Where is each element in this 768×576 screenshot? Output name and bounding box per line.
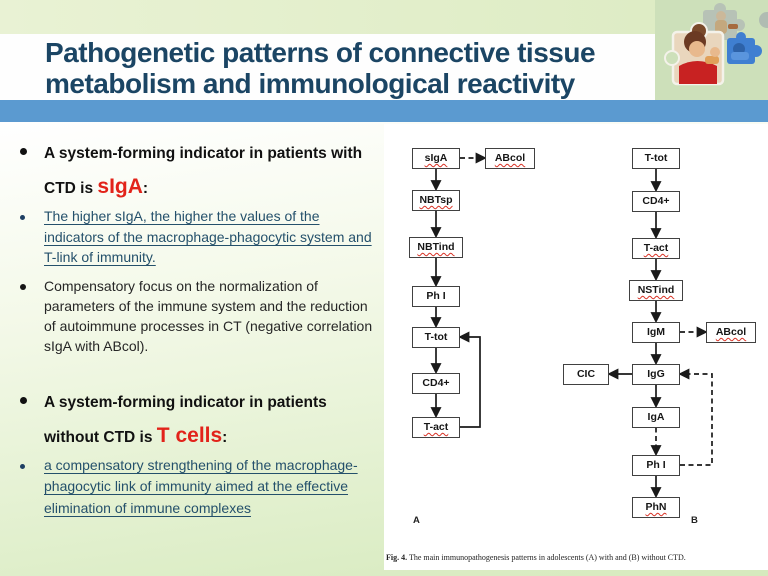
bullet-list: A system-forming indicator in patients w… — [16, 136, 388, 519]
edge-puzzle-knob — [759, 12, 768, 28]
top-green-band — [0, 0, 768, 34]
node-t-act: T-act — [412, 416, 460, 438]
node-igg: IgG — [632, 363, 680, 385]
spacer — [16, 268, 388, 276]
bullet-higher-siga: The higher sIgA, the higher the values o… — [16, 206, 388, 268]
figure-caption-prefix: Fig. 4. — [386, 553, 408, 562]
node-iga: IgA — [632, 406, 680, 428]
title-band: Pathogenetic patterns of connective tiss… — [0, 34, 768, 100]
bullet-text: A system-forming indicator in patients w… — [44, 145, 363, 198]
bullet-dot — [20, 148, 27, 155]
node-ph-i: Ph I — [412, 285, 460, 307]
node-nbtsp: NBTsp — [412, 189, 460, 211]
edge-b8-b6 — [678, 368, 713, 466]
node-cic: CIC — [563, 363, 609, 385]
puzzle-clipart-graphic — [655, 0, 768, 100]
bullet-text: The higher sIgA, the higher the values o… — [44, 208, 372, 265]
bullet-text: A system-forming indicator in patients w… — [44, 393, 327, 447]
girl-puzzle-piece — [664, 22, 725, 86]
highlight-siga: sIgA — [97, 175, 143, 198]
slide-title-line1: Pathogenetic patterns of connective tiss… — [45, 37, 596, 68]
node-phn: PhN — [632, 496, 680, 518]
figure-caption-text: The main immunopathogenesis patterns in … — [408, 553, 686, 562]
column-label-a: A — [413, 515, 420, 526]
bullet-dot — [20, 463, 25, 469]
node-ph-i: Ph I — [632, 454, 680, 476]
node-t-tot: T-tot — [632, 147, 680, 169]
slide-title: Pathogenetic patterns of connective tiss… — [45, 37, 596, 99]
bullet-system-indicator-ctd: A system-forming indicator in patients w… — [16, 136, 388, 206]
node-abcol: ABcol — [485, 147, 535, 169]
node-t-act: T-act — [632, 237, 680, 259]
node-abcol: ABcol — [706, 321, 756, 343]
node-cd4-: CD4+ — [412, 372, 460, 394]
bullet-compensatory-strengthening: a compensatory strengthening of the macr… — [16, 455, 388, 520]
bullet-dot — [20, 283, 26, 290]
bullet-text: a compensatory strengthening of the macr… — [44, 456, 358, 516]
spacer — [16, 356, 388, 385]
blue-divider-bar — [0, 100, 768, 122]
node-igm: IgM — [632, 321, 680, 343]
node-siga: sIgA — [412, 147, 460, 169]
blue-puzzle-piece — [727, 32, 762, 64]
bullet-compensatory-focus: Compensatory focus on the normalization … — [16, 276, 388, 356]
slide-content: A system-forming indicator in patients w… — [0, 122, 768, 576]
edge-a7-a5 — [458, 331, 481, 428]
column-label-b: B — [691, 515, 698, 526]
highlight-t-cells: T cells — [156, 423, 223, 447]
node-t-tot: T-tot — [412, 326, 460, 348]
bullet-system-indicator-no-ctd: A system-forming indicator in patients w… — [16, 385, 388, 455]
children-puzzle-clipart — [655, 0, 768, 100]
node-cd4-: CD4+ — [632, 190, 680, 212]
slide-title-line2: metabolism and immunological reactivity — [45, 68, 575, 99]
bullet-dot — [20, 215, 25, 220]
node-nstind: NSTind — [629, 279, 683, 301]
figure-caption: Fig. 4. The main immunopathogenesis patt… — [386, 553, 756, 562]
bullet-text: Compensatory focus on the normalization … — [44, 277, 373, 354]
node-nbtind: NBTind — [409, 236, 463, 258]
bullet-dot — [20, 396, 27, 404]
